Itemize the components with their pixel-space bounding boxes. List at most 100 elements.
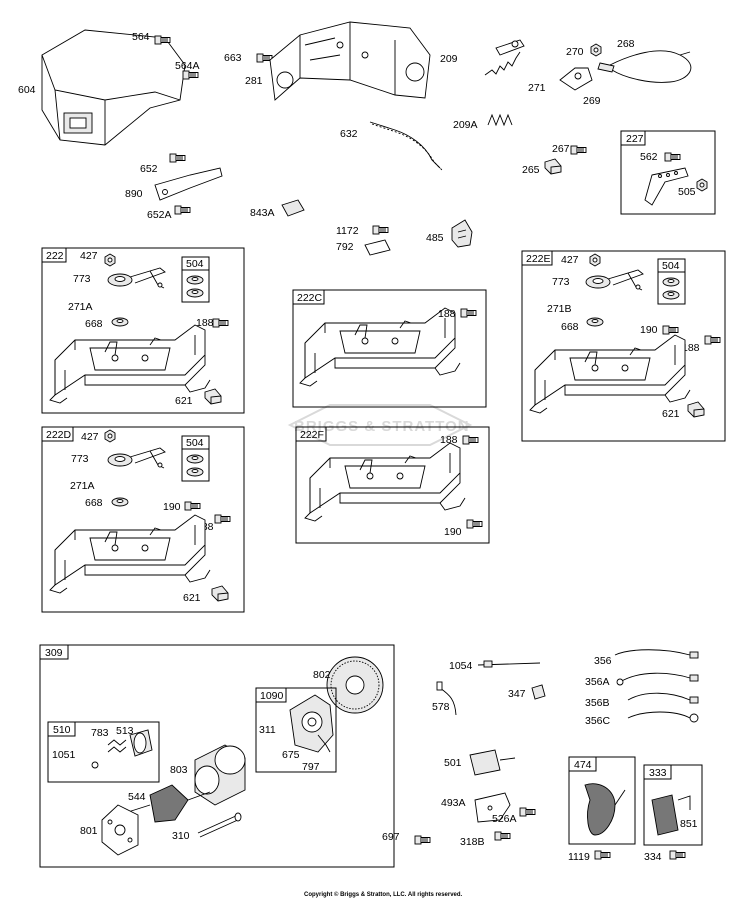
label-356b: 356B (585, 697, 610, 709)
washer-504b-1 (662, 277, 680, 287)
washer-504c-1 (186, 454, 204, 464)
box-504-a-title: 504 (186, 258, 204, 270)
label-310: 310 (172, 830, 190, 842)
bolt-e-190 (662, 325, 679, 335)
end-cap-1090 (289, 694, 334, 753)
label-578: 578 (432, 701, 450, 713)
bolt-318b (494, 831, 511, 841)
governor-773 (107, 267, 166, 289)
label-652a: 652A (147, 209, 172, 221)
label-318b: 318B (460, 836, 485, 848)
box-227-title: 227 (626, 133, 644, 145)
label-d-190: 190 (163, 501, 181, 513)
label-311: 311 (259, 724, 276, 736)
box-504-c-title: 504 (186, 437, 204, 449)
bolt-526a (519, 807, 536, 817)
box-222d-title: 222D (46, 429, 72, 441)
label-d-668: 668 (85, 497, 103, 509)
label-803: 803 (170, 764, 188, 776)
wire-578 (436, 681, 457, 716)
clip-d-621 (211, 585, 229, 602)
box-222c (292, 289, 487, 408)
harness-356 (614, 649, 699, 659)
bolt-562 (664, 152, 681, 162)
lever-271 (559, 67, 593, 91)
label-d-271a: 271A (70, 480, 95, 492)
box-222d (41, 426, 245, 613)
washer-d-668 (111, 497, 129, 507)
label-632: 632 (340, 128, 358, 140)
washer-504-1 (186, 275, 204, 285)
box-222f-title: 222F (300, 429, 324, 441)
control-bracket-281 (269, 21, 431, 101)
label-a-668: 668 (85, 318, 103, 330)
base-bracket-222d (49, 514, 211, 594)
label-501: 501 (444, 757, 462, 769)
armature-544 (127, 784, 211, 823)
bolt-310 (197, 812, 242, 838)
box-222c-title: 222C (297, 292, 323, 304)
washer-668 (111, 317, 129, 327)
box-510-title: 510 (53, 724, 71, 736)
label-1054: 1054 (449, 660, 473, 672)
base-bracket-222e (529, 334, 691, 414)
label-281: 281 (245, 75, 263, 87)
washer-504-2 (186, 288, 204, 298)
label-544: 544 (128, 791, 146, 803)
label-802: 802 (313, 669, 331, 681)
box-1090 (255, 687, 337, 773)
armature-333 (651, 794, 691, 836)
label-209: 209 (440, 53, 458, 65)
box-333 (643, 764, 703, 846)
label-1119: 1119 (568, 851, 590, 863)
label-f-190: 190 (444, 526, 462, 538)
washer-e-668 (586, 317, 604, 327)
box-510 (47, 721, 160, 783)
label-268: 268 (617, 38, 635, 50)
bracket-493a (474, 792, 511, 823)
clip-621 (204, 388, 222, 405)
bolt-c-188 (460, 308, 477, 318)
tie-1054 (477, 660, 541, 668)
label-270: 270 (566, 46, 584, 58)
box-222 (41, 247, 245, 414)
harness-356a (616, 672, 699, 686)
screw-334 (669, 850, 686, 860)
label-a-427: 427 (80, 250, 98, 262)
label-a-773: 773 (73, 273, 91, 285)
bolt-652a (174, 205, 191, 215)
box-504-b-title: 504 (662, 260, 680, 272)
label-e-190: 190 (640, 324, 658, 336)
label-1051: 1051 (52, 749, 76, 761)
terminal-347 (531, 684, 546, 700)
box-222f (295, 426, 490, 544)
label-e-427: 427 (561, 254, 579, 266)
bolt-d-190 (184, 501, 201, 511)
rectifier-501 (469, 749, 516, 776)
blower-housing-part (41, 29, 186, 146)
clip-265 (544, 158, 562, 175)
harness-356c (627, 711, 699, 723)
label-a-271a: 271A (68, 301, 93, 313)
label-564: 564 (132, 31, 150, 43)
nut-427 (104, 253, 116, 267)
screw-1119 (594, 850, 611, 860)
label-a-621: 621 (175, 395, 193, 407)
cable-268 (597, 50, 692, 83)
box-333-title: 333 (649, 767, 667, 779)
label-851: 851 (680, 818, 698, 830)
label-505: 505 (678, 186, 696, 198)
label-356: 356 (594, 655, 612, 667)
label-a-188: 188 (196, 317, 214, 329)
harness-356b (627, 692, 699, 704)
label-783: 783 (91, 727, 109, 739)
bolt-564a (182, 70, 199, 80)
governor-e-773 (585, 269, 644, 291)
box-474-title: 474 (574, 759, 592, 771)
label-797: 797 (302, 761, 320, 773)
label-e-668: 668 (561, 321, 579, 333)
label-267: 267 (552, 143, 570, 155)
label-675: 675 (282, 749, 300, 761)
label-d-621: 621 (183, 592, 201, 604)
